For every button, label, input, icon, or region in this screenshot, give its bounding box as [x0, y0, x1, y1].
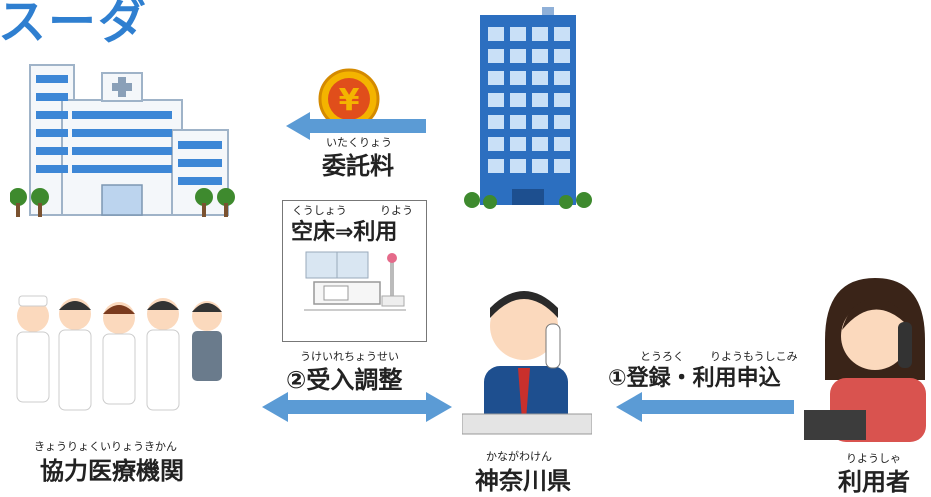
vacancy-ruby-left: くうしょう [292, 204, 347, 217]
adjust-label: ②受入調整 [286, 366, 403, 394]
register-arrow [616, 392, 796, 422]
medical-staff-illustration [8, 288, 230, 438]
user-illustration [800, 270, 931, 445]
hospital-bed-icon [300, 248, 410, 318]
hospital-ruby: きょうりょくいりょうきかん [34, 440, 177, 453]
prefecture-label: 神奈川県 [475, 467, 571, 495]
vacancy-label: 空床⇒利用 [291, 220, 398, 245]
user-label: 利用者 [838, 468, 910, 496]
prefecture-ruby: かながわけん [486, 450, 552, 463]
adjust-arrow [262, 392, 452, 422]
hospital-label: 協力医療機関 [40, 457, 184, 485]
vacancy-ruby-right: りよう [380, 204, 413, 217]
yen-symbol: ¥ [339, 83, 360, 118]
register-label: ①登録・利用申込 [608, 366, 781, 391]
hospital-illustration [10, 45, 238, 220]
fee-arrow [286, 112, 428, 140]
register-ruby-right: りようもうしこみ [710, 350, 798, 363]
register-ruby-left: とうろく [640, 350, 684, 363]
title-fragment: スーダ [0, 0, 149, 50]
fee-ruby: いたくりょう [326, 136, 392, 149]
user-ruby: りようしゃ [846, 452, 901, 465]
office-building-illustration [462, 5, 592, 225]
prefecture-officer-illustration [462, 280, 592, 445]
adjust-ruby: うけいれちょうせい [300, 350, 399, 363]
fee-label: 委託料 [322, 152, 394, 180]
